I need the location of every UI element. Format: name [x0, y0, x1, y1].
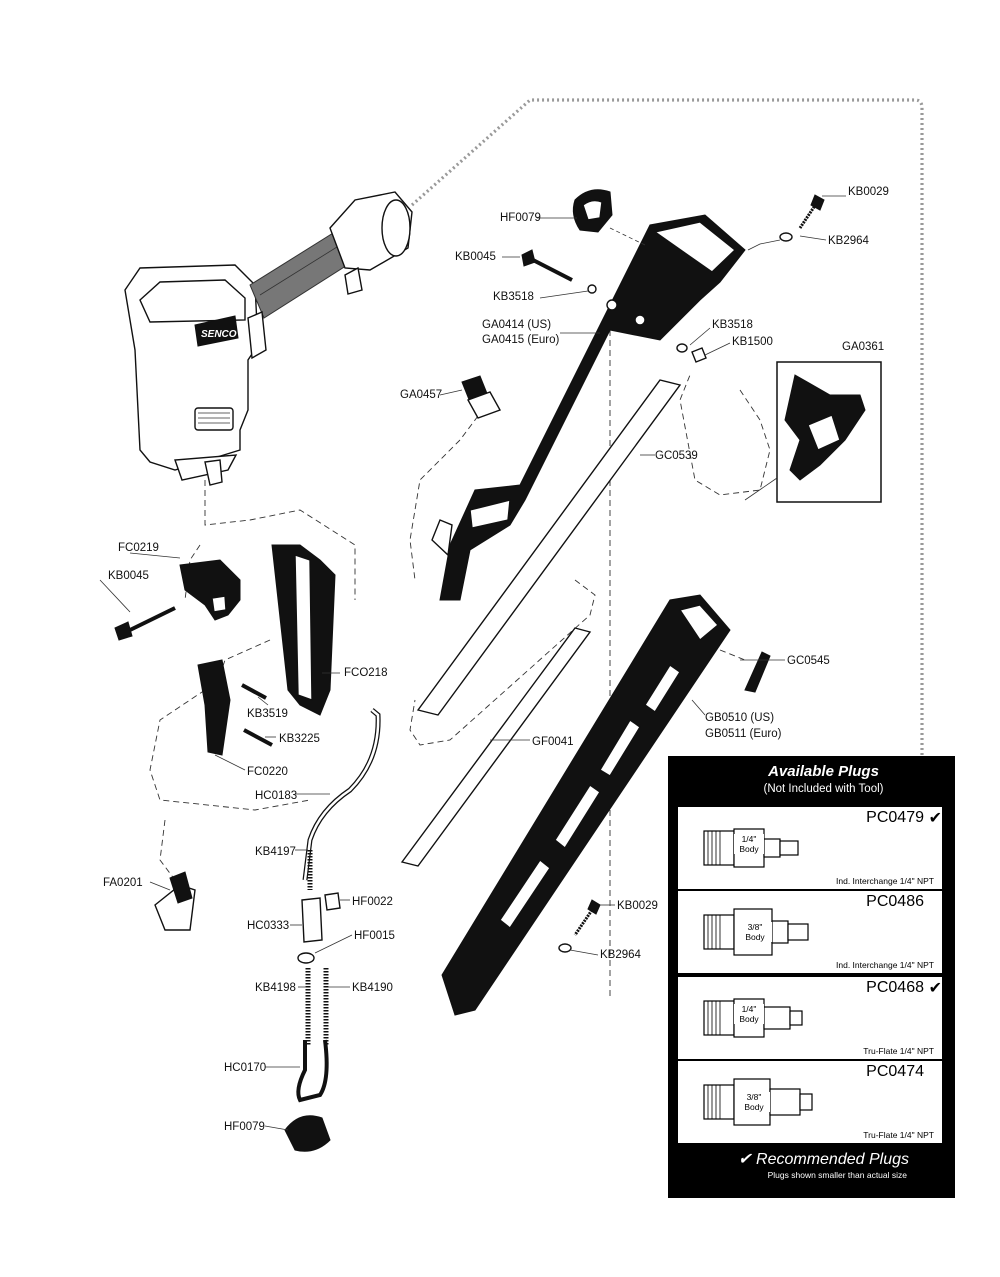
plugs-panel-subtitle: (Not Included with Tool)	[763, 783, 884, 795]
plug-body-size: 3/8" Body	[738, 922, 772, 942]
assembly-guide-1	[204, 480, 356, 600]
plug-card-pc0474: PC0474 3/8" Body Tru-Flate 1/4" NPT	[678, 1061, 942, 1143]
label-gb0510: GB0510 (US)	[705, 712, 774, 724]
plug-code: PC0486	[866, 893, 924, 910]
label-kb4198: KB4198	[255, 982, 296, 994]
hf0015-part	[297, 952, 315, 964]
tool-logo: SENCO	[201, 329, 237, 340]
kb0045-mid-part	[114, 606, 176, 641]
label-kb3518-a: KB3518	[493, 291, 534, 303]
label-kb0045-top: KB0045	[455, 251, 496, 263]
kb3225-part	[243, 728, 273, 747]
plug-description: Ind. Interchange 1/4" NPT	[836, 876, 934, 886]
gc0545-part	[744, 651, 771, 693]
plug-body-size: 1/4" Body	[734, 1004, 764, 1024]
kb3518-lower-part	[676, 343, 688, 353]
label-hf0015: HF0015	[354, 930, 395, 942]
plug-card-pc0468: PC0468 ✔ 1/4" Body Tru-Flate 1/4" NPT	[678, 977, 942, 1059]
label-ga0457: GA0457	[400, 389, 442, 401]
hc0333-part	[301, 897, 323, 943]
kb0029-top-part	[798, 194, 825, 229]
kb0029-low-part	[573, 899, 601, 936]
label-hf0079-top: HF0079	[500, 212, 541, 224]
tool-body-drawing: SENCO	[124, 191, 413, 486]
magazine-cover-drawing	[431, 214, 746, 601]
label-kb4190: KB4190	[352, 982, 393, 994]
label-kb0029-top: KB0029	[848, 186, 889, 198]
gf0041-part	[400, 627, 592, 867]
plug-body-size: 3/8" Body	[738, 1092, 770, 1112]
plug-body-size: 1/4" Body	[734, 834, 764, 854]
plugs-panel-title: Available Plugs	[768, 763, 879, 780]
assembly-guide-10	[719, 649, 746, 661]
recommended-check-icon: ✔	[928, 980, 942, 997]
label-hf0079-low: HF0079	[224, 1121, 265, 1133]
hf0022-part	[324, 892, 341, 911]
label-gc0545: GC0545	[787, 655, 830, 667]
label-kb2964-top: KB2964	[828, 235, 870, 247]
plug-code: PC0468	[866, 979, 924, 996]
fc0218-part	[271, 544, 336, 716]
label-kb3519: KB3519	[247, 708, 288, 720]
label-gf0041: GF0041	[532, 736, 574, 748]
plug-card-pc0479: PC0479 ✔ 1/4" Body Ind. Interchange 1/4"…	[678, 807, 942, 889]
ga0361-part	[784, 374, 866, 481]
label-kb1500: KB1500	[732, 336, 773, 348]
label-kb0029-low: KB0029	[617, 900, 658, 912]
plug-description: Tru-Flate 1/4" NPT	[863, 1130, 934, 1140]
callout-labels: KB0029 HF0079 KB2964 KB0045 KB3518 GA041…	[103, 186, 889, 1133]
ga0457-part	[461, 375, 502, 419]
available-plugs-panel: Available Plugs (Not Included with Tool)…	[668, 756, 955, 1198]
gb0510-part	[441, 594, 731, 1016]
plug-code: PC0474	[866, 1063, 924, 1080]
gc0539-part	[416, 379, 682, 716]
recommended-check-icon: ✔	[928, 810, 942, 827]
assembly-guide-5	[159, 819, 176, 881]
label-kb3518-b: KB3518	[712, 319, 753, 331]
plug-code: PC0479	[866, 809, 924, 826]
label-kb4197: KB4197	[255, 846, 296, 858]
leader-lines	[99, 195, 846, 1131]
label-ga0415: GA0415 (Euro)	[482, 334, 560, 346]
hf0079-low-part	[284, 1115, 331, 1152]
label-hf0022: HF0022	[352, 896, 393, 908]
recommended-plugs-title: ✔ Recommended Plugs	[738, 1151, 909, 1168]
plug-description: Ind. Interchange 1/4" NPT	[836, 960, 934, 970]
fc0220-part	[197, 659, 231, 756]
label-ga0414: GA0414 (US)	[482, 319, 551, 331]
assembly-guide-4	[149, 689, 311, 811]
hc0170-part	[296, 1039, 329, 1103]
label-kb3225: KB3225	[279, 733, 320, 745]
fc0219-part	[179, 559, 241, 621]
label-gb0511: GB0511 (Euro)	[705, 728, 782, 740]
label-fc0219: FC0219	[118, 542, 159, 554]
label-hc0170: HC0170	[224, 1062, 266, 1074]
kb3518-top-part	[587, 284, 597, 294]
label-ga0361: GA0361	[842, 341, 884, 353]
plugs-size-note: Plugs shown smaller than actual size	[767, 1170, 907, 1180]
kb2964-top-part	[779, 232, 793, 242]
assembly-guide-8	[409, 579, 596, 746]
plug-description: Tru-Flate 1/4" NPT	[863, 1046, 934, 1056]
kb1500-part	[691, 347, 707, 363]
kb2964-low-part	[558, 943, 572, 953]
label-hc0183: HC0183	[255, 790, 297, 802]
label-fc0218: FCO218	[344, 667, 387, 679]
kb0045-top-part	[521, 249, 573, 282]
label-fc0220: FC0220	[247, 766, 288, 778]
label-hc0333: HC0333	[247, 920, 289, 932]
label-gc0539: GC0539	[655, 450, 698, 462]
assembly-guide-7	[679, 374, 771, 496]
kb3519-part	[241, 683, 267, 700]
plug-card-pc0486: PC0486 3/8" Body Ind. Interchange 1/4" N…	[678, 891, 942, 973]
label-fa0201: FA0201	[103, 877, 143, 889]
label-kb2964-low: KB2964	[600, 949, 642, 961]
label-kb0045-mid: KB0045	[108, 570, 149, 582]
assembly-guide-6	[409, 399, 491, 581]
